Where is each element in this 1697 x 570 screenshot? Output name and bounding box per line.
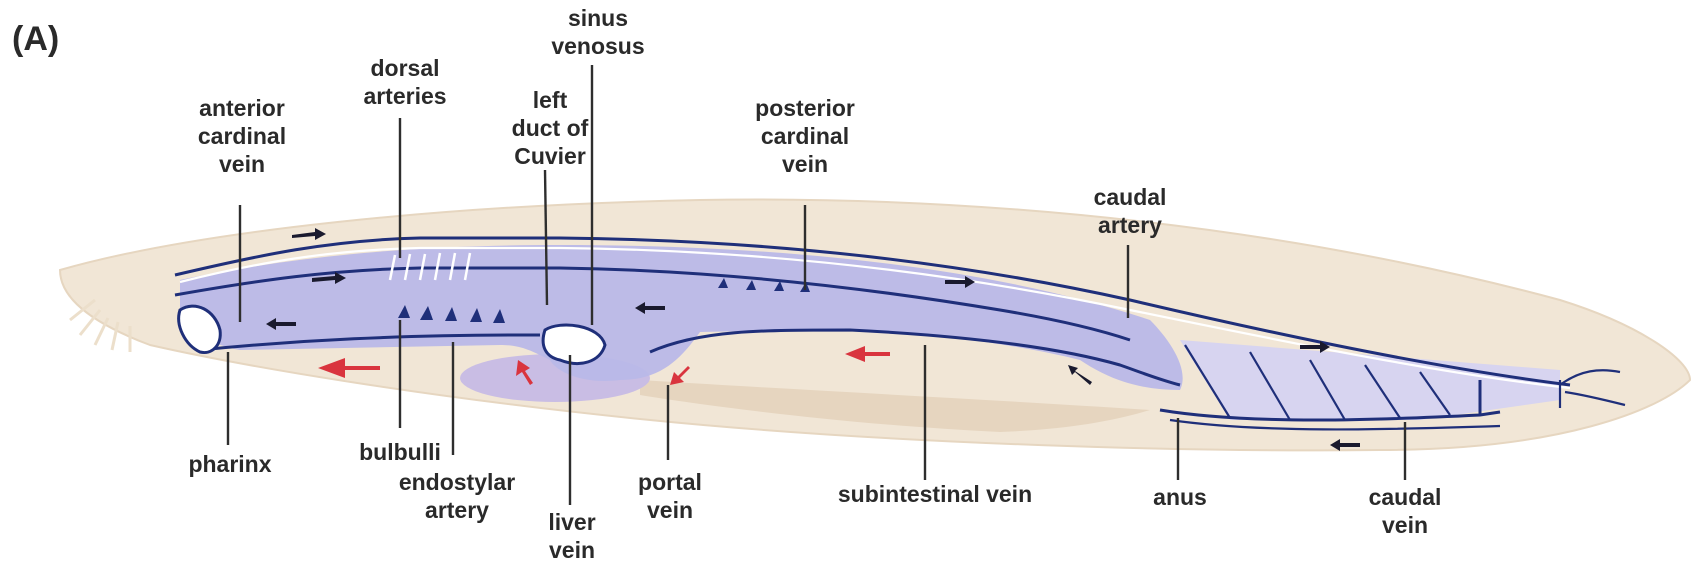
label-line: venosus (551, 33, 644, 59)
label-line: anus (1153, 484, 1207, 510)
label-line: vein (647, 497, 693, 523)
panel-label: (A) (12, 20, 59, 58)
label-line: duct of (512, 115, 589, 141)
label-line: sinus (568, 5, 628, 31)
label-line: caudal (1369, 484, 1442, 510)
label-line: vein (549, 537, 595, 563)
label-line: vein (219, 151, 265, 177)
label-line: posterior (755, 95, 855, 121)
label-line: anterior (199, 95, 285, 121)
label-line: pharinx (188, 451, 271, 477)
label-line: portal (638, 469, 702, 495)
label-line: artery (1098, 212, 1162, 238)
label-line: bulbulli (359, 439, 441, 465)
label-line: left (533, 87, 568, 113)
label-line: liver (548, 509, 595, 535)
label-line: endostylar (399, 469, 515, 495)
label-bulbulli: bulbulli (359, 439, 441, 465)
label-line: arteries (363, 83, 446, 109)
label-line: dorsal (370, 55, 439, 81)
label-line: caudal (1094, 184, 1167, 210)
label-line: subintestinal vein (838, 481, 1032, 507)
label-subintestinal-vein: subintestinal vein (838, 481, 1032, 507)
label-line: vein (1382, 512, 1428, 538)
label-line: Cuvier (514, 143, 586, 169)
label-line: artery (425, 497, 489, 523)
label-line: vein (782, 151, 828, 177)
label-line: cardinal (198, 123, 286, 149)
label-line: cardinal (761, 123, 849, 149)
label-pharinx: pharinx (188, 451, 271, 477)
label-anus: anus (1153, 484, 1207, 510)
